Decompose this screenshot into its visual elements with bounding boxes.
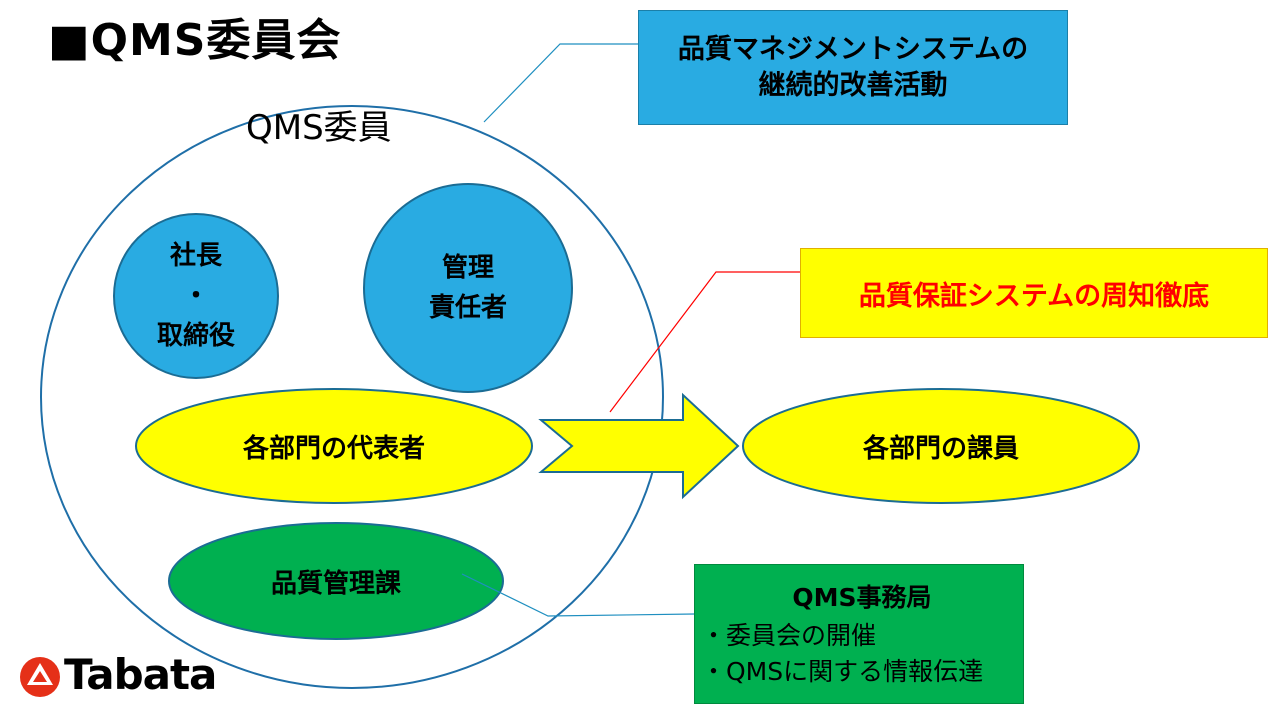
improvement-line: 継続的改善活動	[758, 69, 948, 101]
president-circle	[113, 213, 279, 379]
assurance-callout: 品質保証システムの周知徹底	[800, 248, 1268, 338]
committee-label: QMS委員	[246, 108, 392, 148]
president-line: 取締役	[156, 321, 235, 351]
logo-text: Tabata	[64, 650, 217, 699]
tabata-logo-icon	[20, 656, 60, 697]
target-ellipse	[742, 388, 1140, 504]
secretariat-item: ・QMSに関する情報伝達	[701, 657, 984, 686]
manager-line: 責任者	[428, 293, 507, 323]
president-line: 社長	[169, 241, 222, 271]
dept-reps-ellipse	[135, 388, 533, 504]
right-arrow	[538, 392, 740, 500]
president-line: ・	[182, 281, 209, 311]
improvement-callout: 品質マネジメントシステムの 継続的改善活動	[638, 10, 1068, 125]
secretariat-callout: QMS事務局 ・委員会の開催 ・QMSに関する情報伝達	[694, 564, 1024, 704]
improvement-line: 品質マネジメントシステムの	[677, 33, 1029, 65]
page-title: ■QMS委員会	[48, 15, 342, 66]
secretariat-title: QMS事務局	[792, 583, 932, 612]
target-text: 各部門の課員	[862, 433, 1019, 464]
leader-line-secretariat	[461, 573, 695, 617]
manager-circle	[363, 183, 573, 393]
assurance-text: 品質保証システムの周知徹底	[858, 280, 1210, 312]
dept-reps-text: 各部門の代表者	[242, 433, 425, 464]
tabata-logo: Tabata	[16, 650, 217, 699]
president-text: 社長 ・ 取締役	[114, 214, 278, 378]
manager-line: 管理	[441, 253, 494, 283]
qc-section-text: 品質管理課	[270, 568, 401, 599]
manager-text: 管理 責任者	[364, 184, 572, 392]
secretariat-item: ・委員会の開催	[701, 621, 877, 650]
qc-section-ellipse	[168, 522, 504, 640]
leader-line-assurance	[609, 271, 800, 413]
leader-line-improvement	[483, 43, 638, 123]
